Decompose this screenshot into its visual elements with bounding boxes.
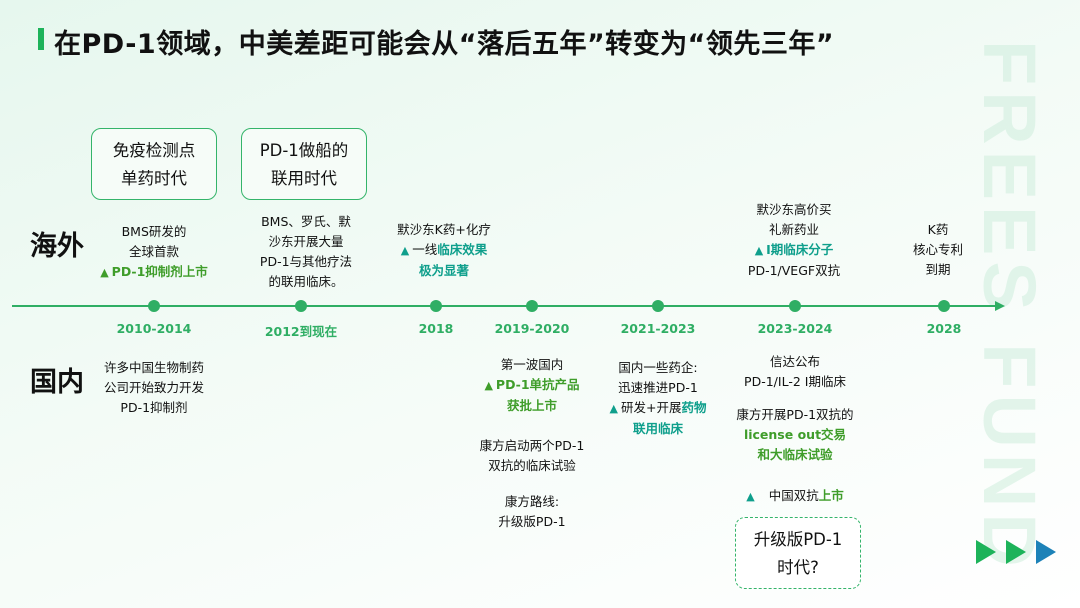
event-line: ▲研发+开展药物 — [588, 398, 728, 419]
event-line: PD-1与其他疗法 — [259, 254, 353, 269]
event-highlight: ▲PD-1抑制剂上市 — [84, 262, 224, 283]
event-line: BMS、罗氏、默 — [261, 214, 351, 229]
overseas-event-2012: BMS、罗氏、默 沙东开展大量 PD-1与其他疗法 的联用临床。 — [236, 212, 376, 292]
era-box-upgraded: 升级版PD-1 时代? — [735, 517, 861, 589]
event-highlight: 联用临床 — [632, 421, 683, 436]
overseas-event-2028: K药 核心专利 到期 — [878, 220, 998, 280]
event-line: 迅速推进PD-1 — [618, 380, 698, 395]
event-highlight: 极为显著 — [418, 263, 469, 278]
event-line: 公司开始致力开发 — [103, 380, 204, 395]
era-box-line: 联用时代 — [271, 169, 337, 188]
timeline-dot — [430, 300, 442, 312]
timeline-year: 2019-2020 — [494, 321, 570, 336]
overseas-event-2023: 默沙东高价买 礼新药业 ▲I期临床分子 PD-1/VEGF双抗 — [724, 200, 864, 281]
domestic-event-2019-akeso-route: 康方路线: 升级版PD-1 — [462, 492, 602, 532]
event-line: 康方路线: — [504, 494, 560, 509]
event-highlight: 获批上市 — [506, 398, 557, 413]
domestic-event-2010: 许多中国生物制药 公司开始致力开发 PD-1抑制剂 — [84, 358, 224, 418]
timeline-year: 2023-2024 — [757, 321, 833, 336]
event-line: 信达公布 — [769, 354, 820, 369]
event-line: PD-1抑制剂 — [120, 400, 188, 415]
era-box-combination: PD-1做船的 联用时代 — [241, 128, 367, 200]
domestic-event-2023-launch: ▲中国双抗上市 — [715, 486, 875, 507]
era-box-line: PD-1做船的 — [259, 141, 349, 160]
overseas-event-2010: BMS研发的 全球首款 ▲PD-1抑制剂上市 — [84, 222, 224, 283]
event-line: 康方开展PD-1双抗的 — [736, 407, 854, 422]
play-arrow-icon — [1006, 540, 1026, 564]
play-arrow-icon — [976, 540, 996, 564]
triangle-up-icon: ▲ — [609, 402, 618, 415]
timeline-dot — [526, 300, 538, 312]
era-box-line: 免疫检测点 — [112, 141, 196, 160]
event-line: 到期 — [925, 262, 951, 277]
region-domestic: 国内 — [30, 367, 84, 398]
title-accent-bar — [38, 28, 44, 50]
event-line: K药 — [927, 222, 949, 237]
page-title: 在PD-1领域，中美差距可能会从“落后五年”转变为“领先三年” — [54, 29, 835, 60]
event-line: PD-1/VEGF双抗 — [747, 263, 841, 278]
event-highlight: license out交易 — [743, 427, 847, 442]
timeline-arrow-icon — [995, 301, 1005, 311]
event-highlight: 和大临床试验 — [757, 447, 833, 462]
play-arrow-icon — [1036, 540, 1056, 564]
era-box-monotherapy: 免疫检测点 单药时代 — [91, 128, 217, 200]
domestic-event-2023-akeso: 康方开展PD-1双抗的 license out交易 和大临床试验 — [705, 405, 885, 465]
triangle-up-icon: ▲ — [484, 379, 493, 392]
timeline-year: 2021-2023 — [620, 321, 696, 336]
event-line: 许多中国生物制药 — [103, 360, 204, 375]
event-line: 升级版PD-1 — [498, 514, 566, 529]
event-line: 礼新药业 — [768, 222, 819, 237]
timeline-year: 2018 — [418, 321, 454, 336]
event-highlight: ▲PD-1单抗产品 — [462, 375, 602, 396]
event-line: BMS研发的 — [121, 224, 187, 239]
timeline-year: 2010-2014 — [116, 321, 192, 336]
overseas-event-2018: 默沙东K药+化疗 ▲一线临床效果 极为显著 — [374, 220, 514, 281]
triangle-up-icon: ▲ — [746, 490, 755, 503]
event-line: 默沙东K药+化疗 — [397, 222, 491, 237]
domestic-event-2023-innovent: 信达公布 PD-1/IL-2 I期临床 — [715, 352, 875, 392]
timeline-year: 2012到现在 — [264, 324, 338, 339]
event-line: 的联用临床。 — [268, 274, 344, 289]
event-highlight: ▲I期临床分子 — [724, 240, 864, 261]
event-line: 沙东开展大量 — [268, 234, 344, 249]
event-line: 核心专利 — [912, 242, 963, 257]
timeline-axis — [12, 305, 997, 307]
triangle-up-icon: ▲ — [100, 266, 109, 279]
timeline-dot — [789, 300, 801, 312]
domestic-event-2021: 国内一些药企: 迅速推进PD-1 ▲研发+开展药物 联用临床 — [588, 358, 728, 439]
region-overseas: 海外 — [30, 231, 84, 262]
timeline-dot — [938, 300, 950, 312]
timeline-dot — [148, 300, 160, 312]
triangle-up-icon: ▲ — [400, 244, 410, 257]
timeline-dot — [652, 300, 664, 312]
era-box-line: 时代? — [777, 558, 819, 577]
event-line: 默沙东高价买 — [756, 202, 832, 217]
timeline-dot — [295, 300, 307, 312]
event-line: 康方启动两个PD-1 — [479, 438, 585, 453]
event-line: 全球首款 — [128, 244, 179, 259]
triangle-up-icon: ▲ — [754, 244, 764, 257]
timeline-year: 2028 — [926, 321, 962, 336]
event-line: 第一波国内 — [500, 357, 564, 372]
event-line: 国内一些药企: — [618, 360, 698, 375]
era-box-line: 升级版PD-1 — [753, 530, 843, 549]
domestic-event-2019-approval: 第一波国内 ▲PD-1单抗产品 获批上市 — [462, 355, 602, 416]
domestic-event-2019-akeso-trials: 康方启动两个PD-1 双抗的临床试验 — [462, 436, 602, 476]
event-line: PD-1/IL-2 I期临床 — [744, 374, 846, 389]
era-box-line: 单药时代 — [121, 169, 187, 188]
event-line: ▲一线临床效果 — [374, 240, 514, 261]
event-line: 双抗的临床试验 — [488, 458, 576, 473]
